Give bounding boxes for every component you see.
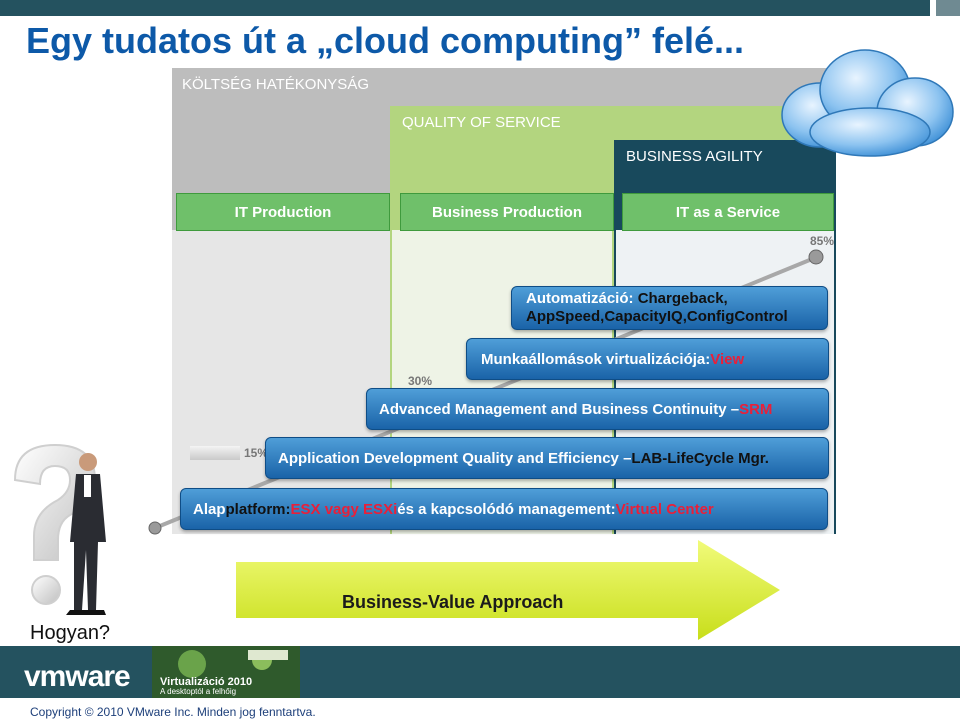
advanced-management-bar: Advanced Management and Business Continu… (366, 388, 829, 430)
question-mark-icon (13, 443, 97, 561)
app-development-label: Application Development Quality and Effi… (278, 449, 632, 467)
footer-bar (0, 646, 960, 698)
top-bar (0, 0, 960, 16)
base-platform-word-1: Alap (193, 500, 226, 518)
advanced-management-product: SRM (739, 400, 773, 418)
percentage-85: 85% (810, 234, 835, 248)
percentage-15: 15% (244, 446, 269, 460)
automation-tools: Chargeback, (637, 290, 728, 307)
vmware-logo: vmware (24, 660, 131, 693)
slide-title: Egy tudatos út a „cloud computing” felé.… (26, 20, 745, 61)
base-platform-product: ESX vagy ESXi (290, 500, 398, 518)
curve-start-point (148, 521, 162, 535)
app-development-product: LAB-LifeCycle Mgr. (631, 449, 769, 467)
automation-bar: Automatizáció: Chargeback, AppSpeed,Capa… (511, 286, 828, 330)
desktop-virtualization-product: View (710, 350, 745, 368)
copyright-notice: Copyright © 2010 VMware Inc. Minden jog … (30, 705, 316, 719)
business-agility-body (616, 230, 834, 534)
base-platform-management-product: Virtual Center (615, 500, 714, 518)
advanced-management-label: Advanced Management and Business Continu… (379, 400, 740, 418)
cost-efficiency-body (172, 230, 390, 534)
person-head (79, 453, 97, 471)
automation-tools-line2: AppSpeed,CapacityIQ,ConfigControl (526, 308, 788, 325)
desktop-virtualization-label: Munkaállomások virtualizációja: (481, 350, 711, 368)
tab-it-production: IT Production (176, 193, 390, 231)
quality-of-service-header: QUALITY OF SERVICE (402, 114, 561, 131)
percentage-30: 30% (408, 374, 433, 388)
stair-step (190, 446, 240, 460)
conference-banner-graphic (178, 650, 288, 678)
base-platform-word-2: platform: (225, 500, 291, 518)
automation-label: Automatizáció: (526, 290, 638, 307)
conference-banner: Virtualizáció 2010 A desktoptól a felhői… (152, 646, 300, 698)
business-agility-header: BUSINESS AGILITY (626, 148, 763, 165)
tab-business-production: Business Production (400, 193, 614, 231)
question-person-illustration (13, 443, 106, 615)
conference-subtitle: A desktoptól a felhőig (160, 687, 237, 696)
question-label: Hogyan? (30, 622, 111, 644)
business-value-arrow (236, 540, 780, 640)
business-value-label: Business-Value Approach (342, 592, 564, 612)
cost-efficiency-header: KÖLTSÉG HATÉKONYSÁG (182, 76, 369, 93)
base-platform-word-4: és a kapcsolódó management: (397, 500, 616, 518)
tab-it-as-a-service: IT as a Service (622, 193, 834, 231)
curve-end-point (808, 249, 824, 265)
app-development-bar: Application Development Quality and Effi… (265, 437, 829, 479)
base-platform-bar: Alap platform: ESX vagy ESXi és a kapcso… (180, 488, 828, 530)
conference-title: Virtualizáció 2010 (160, 676, 253, 688)
desktop-virtualization-bar: Munkaállomások virtualizációja: View (466, 338, 829, 380)
quality-of-service-body (392, 230, 612, 534)
cloud-icon (781, 49, 954, 157)
